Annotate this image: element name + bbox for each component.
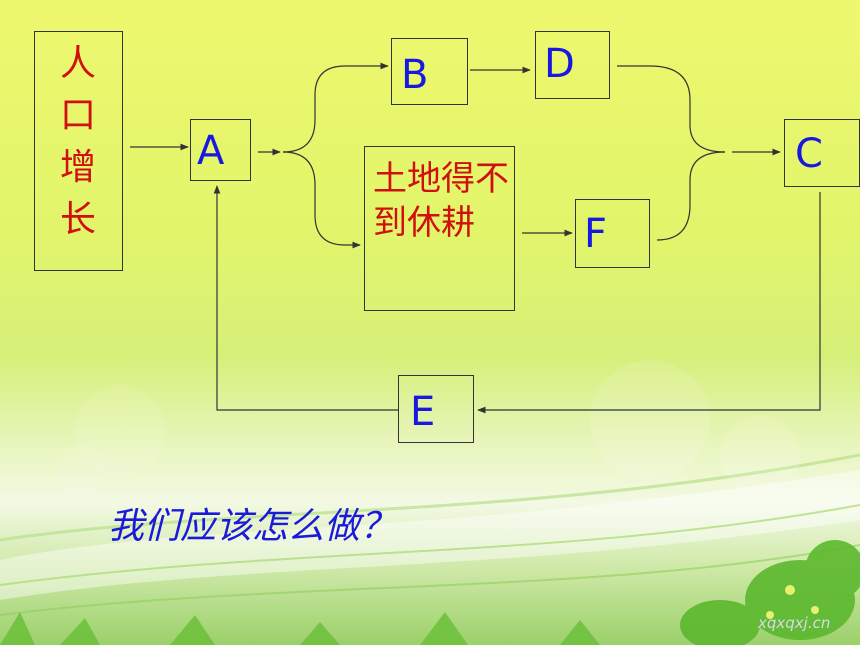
node-f-label: F xyxy=(584,211,608,257)
node-f: F xyxy=(575,199,650,268)
node-b: B xyxy=(391,38,468,105)
merge-from-d xyxy=(617,65,726,153)
arrow-e-to-a xyxy=(213,185,398,411)
node-c: C xyxy=(784,119,860,187)
merge-from-f xyxy=(656,151,726,241)
node-d-label: D xyxy=(544,41,575,87)
node-population-label: 人口增长 xyxy=(59,43,96,240)
node-c-label: C xyxy=(795,131,823,177)
question-text: 我们应该怎么做？ xyxy=(108,506,397,547)
node-land: 土地得不到休耕 xyxy=(364,146,515,311)
node-land-label: 土地得不到休耕 xyxy=(373,159,509,243)
node-b-label: B xyxy=(401,52,429,98)
node-e: E xyxy=(398,375,474,443)
node-a-label: A xyxy=(197,128,225,174)
node-population: 人口增长 xyxy=(34,31,123,271)
node-e-label: E xyxy=(410,389,436,435)
watermark: xqxqxj.cn xyxy=(758,614,831,632)
node-d: D xyxy=(535,31,610,99)
branch-to-land xyxy=(282,151,361,249)
branch-to-b xyxy=(282,62,389,153)
arrow-c-to-e xyxy=(477,192,821,414)
node-a: A xyxy=(190,119,251,181)
